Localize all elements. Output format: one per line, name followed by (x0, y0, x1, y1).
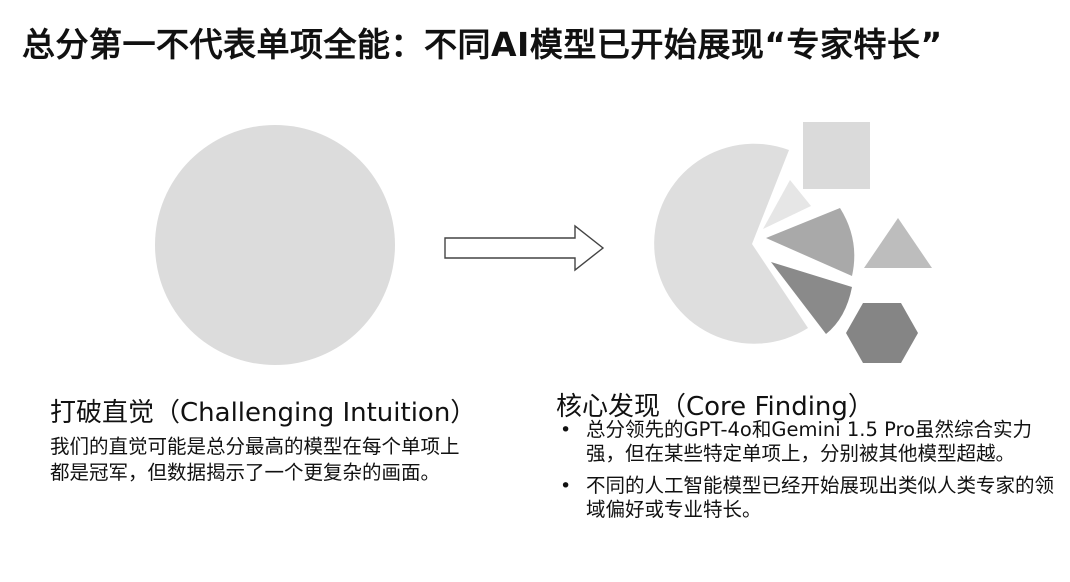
finding-text: 总分领先的GPT-4o和Gemini 1.5 Pro虽然综合实力强，但在某些特定… (586, 418, 1033, 465)
pie-main-shape (654, 143, 808, 344)
pie-wedge-mid-shape (766, 208, 855, 276)
left-section-heading: 打破直觉（Challenging Intuition） (50, 398, 477, 428)
whole-circle-shape (155, 125, 395, 365)
bullet-icon: • (560, 475, 572, 497)
arrow-right-icon (444, 224, 605, 272)
finding-text: 不同的人工智能模型已经开始展现出类似人类专家的领域偏好或专业特长。 (586, 474, 1055, 521)
left-section-body: 我们的直觉可能是总分最高的模型在每个单项上都是冠军，但数据揭示了一个更复杂的画面… (50, 435, 460, 484)
pie-wedge-light-shape (763, 180, 811, 229)
finding-item: • 不同的人工智能模型已经开始展现出类似人类专家的领域偏好或专业特长。 (556, 474, 1056, 522)
bullet-icon: • (560, 419, 572, 441)
page-title: 总分第一不代表单项全能：不同AI模型已开始展现“专家特长” (22, 25, 943, 64)
hexagon-shape (846, 303, 918, 363)
finding-list: • 总分领先的GPT-4o和Gemini 1.5 Pro虽然综合实力强，但在某些… (556, 418, 1056, 530)
right-section-heading: 核心发现（Core Finding） (556, 392, 874, 422)
triangle-shape (864, 218, 932, 268)
square-shape (803, 122, 870, 189)
pie-wedge-dark-shape (771, 262, 852, 334)
finding-item: • 总分领先的GPT-4o和Gemini 1.5 Pro虽然综合实力强，但在某些… (556, 418, 1056, 466)
